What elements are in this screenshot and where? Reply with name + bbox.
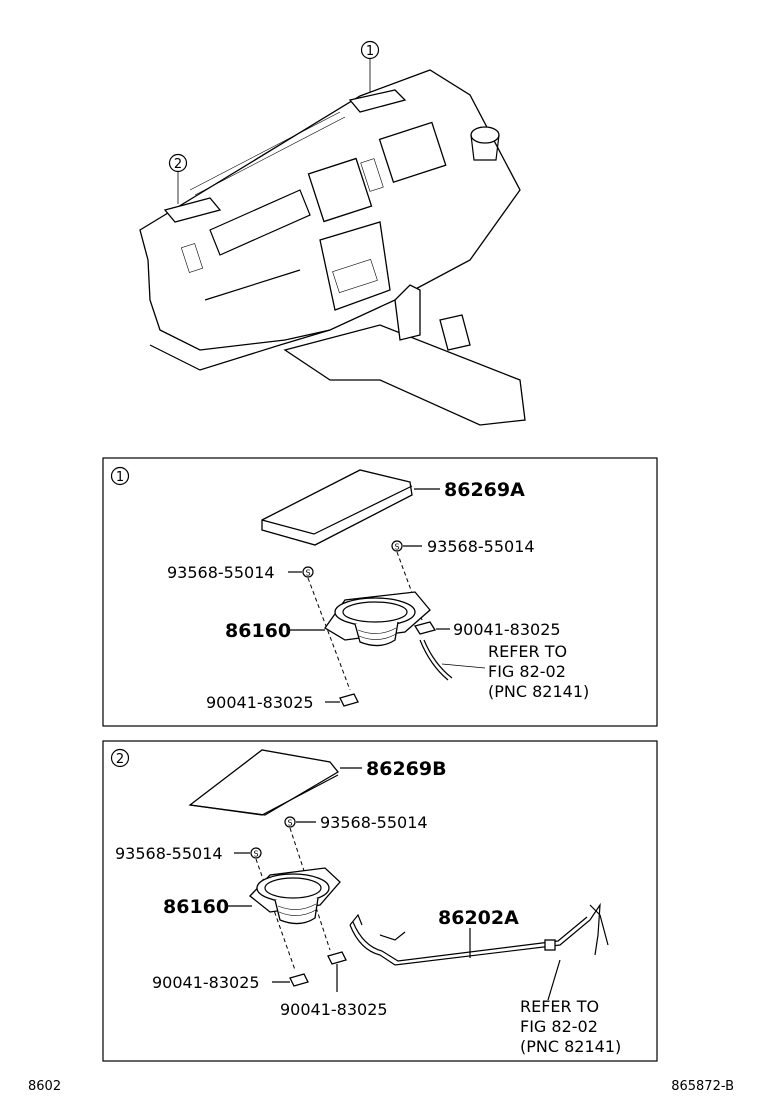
panel-2-callout: 2 bbox=[110, 748, 130, 768]
grille-1-illustration bbox=[348, 89, 407, 113]
svg-text:S: S bbox=[305, 569, 310, 578]
svg-text:2: 2 bbox=[116, 752, 124, 767]
wire-harness-86202a bbox=[349, 902, 609, 1001]
screw-icon bbox=[284, 816, 296, 828]
nut-icon bbox=[413, 621, 437, 635]
dashboard-illustration bbox=[139, 58, 526, 426]
callout-2-marker: 2 bbox=[168, 153, 188, 173]
refer-line2-p2: FIG 82-02 bbox=[520, 1017, 598, 1036]
label-86269b: 86269B bbox=[366, 758, 447, 780]
speaker-86160-p1 bbox=[324, 591, 431, 647]
nut-icon bbox=[339, 693, 359, 707]
detail-panel-1 bbox=[102, 457, 658, 727]
svg-text:2: 2 bbox=[174, 157, 182, 172]
svg-text:S: S bbox=[287, 819, 292, 828]
panel-1-callout: 1 bbox=[110, 466, 130, 486]
svg-text:S: S bbox=[253, 850, 258, 859]
label-nut-bottom-p1: 90041-83025 bbox=[206, 693, 314, 712]
label-86202a: 86202A bbox=[438, 907, 519, 929]
refer-line1-p2: REFER TO bbox=[520, 997, 599, 1016]
grille-2-illustration bbox=[163, 197, 222, 223]
footer-left-code: 8602 bbox=[28, 1079, 61, 1094]
refer-line2-p1: FIG 82-02 bbox=[488, 662, 566, 681]
screw-icon bbox=[391, 540, 403, 552]
callout-1-marker: 1 bbox=[360, 40, 380, 60]
refer-line3-p2: (PNC 82141) bbox=[520, 1037, 621, 1056]
label-screw-left-p1: 93568-55014 bbox=[167, 563, 275, 582]
screw-icon bbox=[250, 847, 262, 859]
detail-panel-2 bbox=[102, 740, 658, 1062]
label-screw-left-p2: 93568-55014 bbox=[115, 844, 223, 863]
label-screw-top-p2: 93568-55014 bbox=[320, 813, 428, 832]
screw-icon bbox=[302, 566, 314, 578]
speaker-pad-86269a bbox=[261, 469, 413, 546]
label-nut-right-p1: 90041-83025 bbox=[453, 620, 561, 639]
label-nut-bottom-p2: 90041-83025 bbox=[280, 1000, 388, 1019]
nut-icon bbox=[327, 951, 347, 965]
nut-icon bbox=[289, 973, 309, 987]
footer-right-code: 865872-B bbox=[671, 1079, 734, 1094]
speaker-86160-p2 bbox=[249, 867, 341, 925]
label-screw-top-p1: 93568-55014 bbox=[427, 537, 535, 556]
refer-line1-p1: REFER TO bbox=[488, 642, 567, 661]
svg-text:1: 1 bbox=[366, 44, 374, 59]
label-86269a: 86269A bbox=[444, 479, 525, 501]
label-nut-left-p2: 90041-83025 bbox=[152, 973, 260, 992]
label-86160-p1: 86160 bbox=[225, 620, 291, 642]
svg-text:S: S bbox=[394, 543, 399, 552]
svg-text:1: 1 bbox=[116, 470, 124, 485]
speaker-pad-86269b bbox=[188, 749, 339, 816]
label-86160-p2: 86160 bbox=[163, 896, 229, 918]
refer-line3-p1: (PNC 82141) bbox=[488, 682, 589, 701]
